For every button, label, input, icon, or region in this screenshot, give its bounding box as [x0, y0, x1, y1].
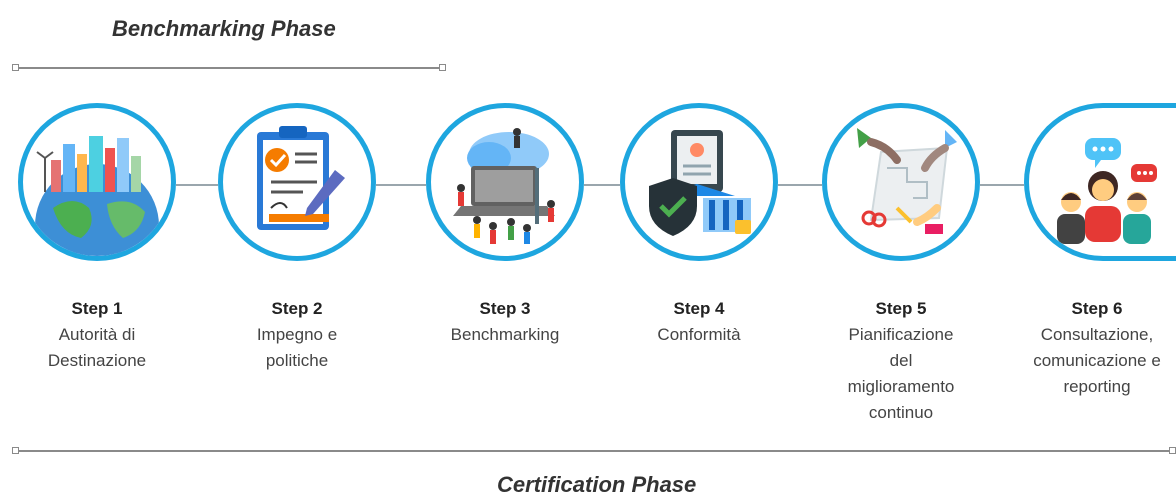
step-4-circle [620, 103, 778, 261]
step-1-text: Step 1 Autorità di Destinazione [12, 296, 182, 374]
step-2-label: Step 2 [271, 299, 323, 318]
step-4-text: Step 4 Conformità [614, 296, 784, 348]
benchmarking-phase-title: Benchmarking Phase [112, 16, 336, 41]
connector-2-3 [376, 184, 426, 186]
certification-bracket-start [12, 447, 19, 454]
people-chat-icon [1057, 138, 1157, 244]
step-2-circle [218, 103, 376, 261]
step-3-desc: Benchmarking [450, 325, 560, 344]
step-3-circle [426, 103, 584, 261]
step-5-circle [822, 103, 980, 261]
step-5-text: Step 5 Pianificazione del miglioramento … [816, 296, 986, 426]
step-6-text: Step 6 Consultazione, comunicazione e re… [1018, 296, 1176, 400]
connector-1-2 [176, 184, 218, 186]
cloud-laptop-people-icon [453, 128, 555, 244]
globe-city-icon [35, 136, 159, 256]
step-3-text: Step 3 Benchmarking [420, 296, 590, 348]
connector-4-5 [778, 184, 822, 186]
step-6-circle [1024, 103, 1176, 261]
hands-planning-icon [857, 128, 957, 234]
step-5-desc: Pianificazione del miglioramento continu… [847, 325, 955, 422]
step-6-desc: Consultazione, comunicazione e reporting [1033, 325, 1161, 396]
benchmarking-bracket-start [12, 64, 19, 71]
step-2-text: Step 2 Impegno e politiche [212, 296, 382, 374]
benchmarking-bracket-end [439, 64, 446, 71]
certification-bracket-end [1169, 447, 1176, 454]
step-4-desc: Conformità [657, 325, 741, 344]
step-1-circle [18, 103, 176, 261]
step-1-label: Step 1 [71, 299, 123, 318]
certification-bracket-line [19, 450, 1171, 452]
shield-bank-icon [649, 130, 751, 236]
step-1-desc: Autorità di Destinazione [47, 325, 147, 370]
step-4-label: Step 4 [673, 299, 725, 318]
benchmarking-bracket-line [19, 67, 439, 69]
connector-3-4 [584, 184, 620, 186]
step-5-label: Step 5 [875, 299, 927, 318]
step-3-label: Step 3 [479, 299, 531, 318]
signed-document-icon [257, 126, 345, 230]
step-2-desc: Impegno e politiche [256, 325, 338, 370]
connector-5-6 [980, 184, 1024, 186]
certification-phase-title: Certification Phase [497, 472, 697, 497]
step-6-label: Step 6 [1071, 299, 1123, 318]
